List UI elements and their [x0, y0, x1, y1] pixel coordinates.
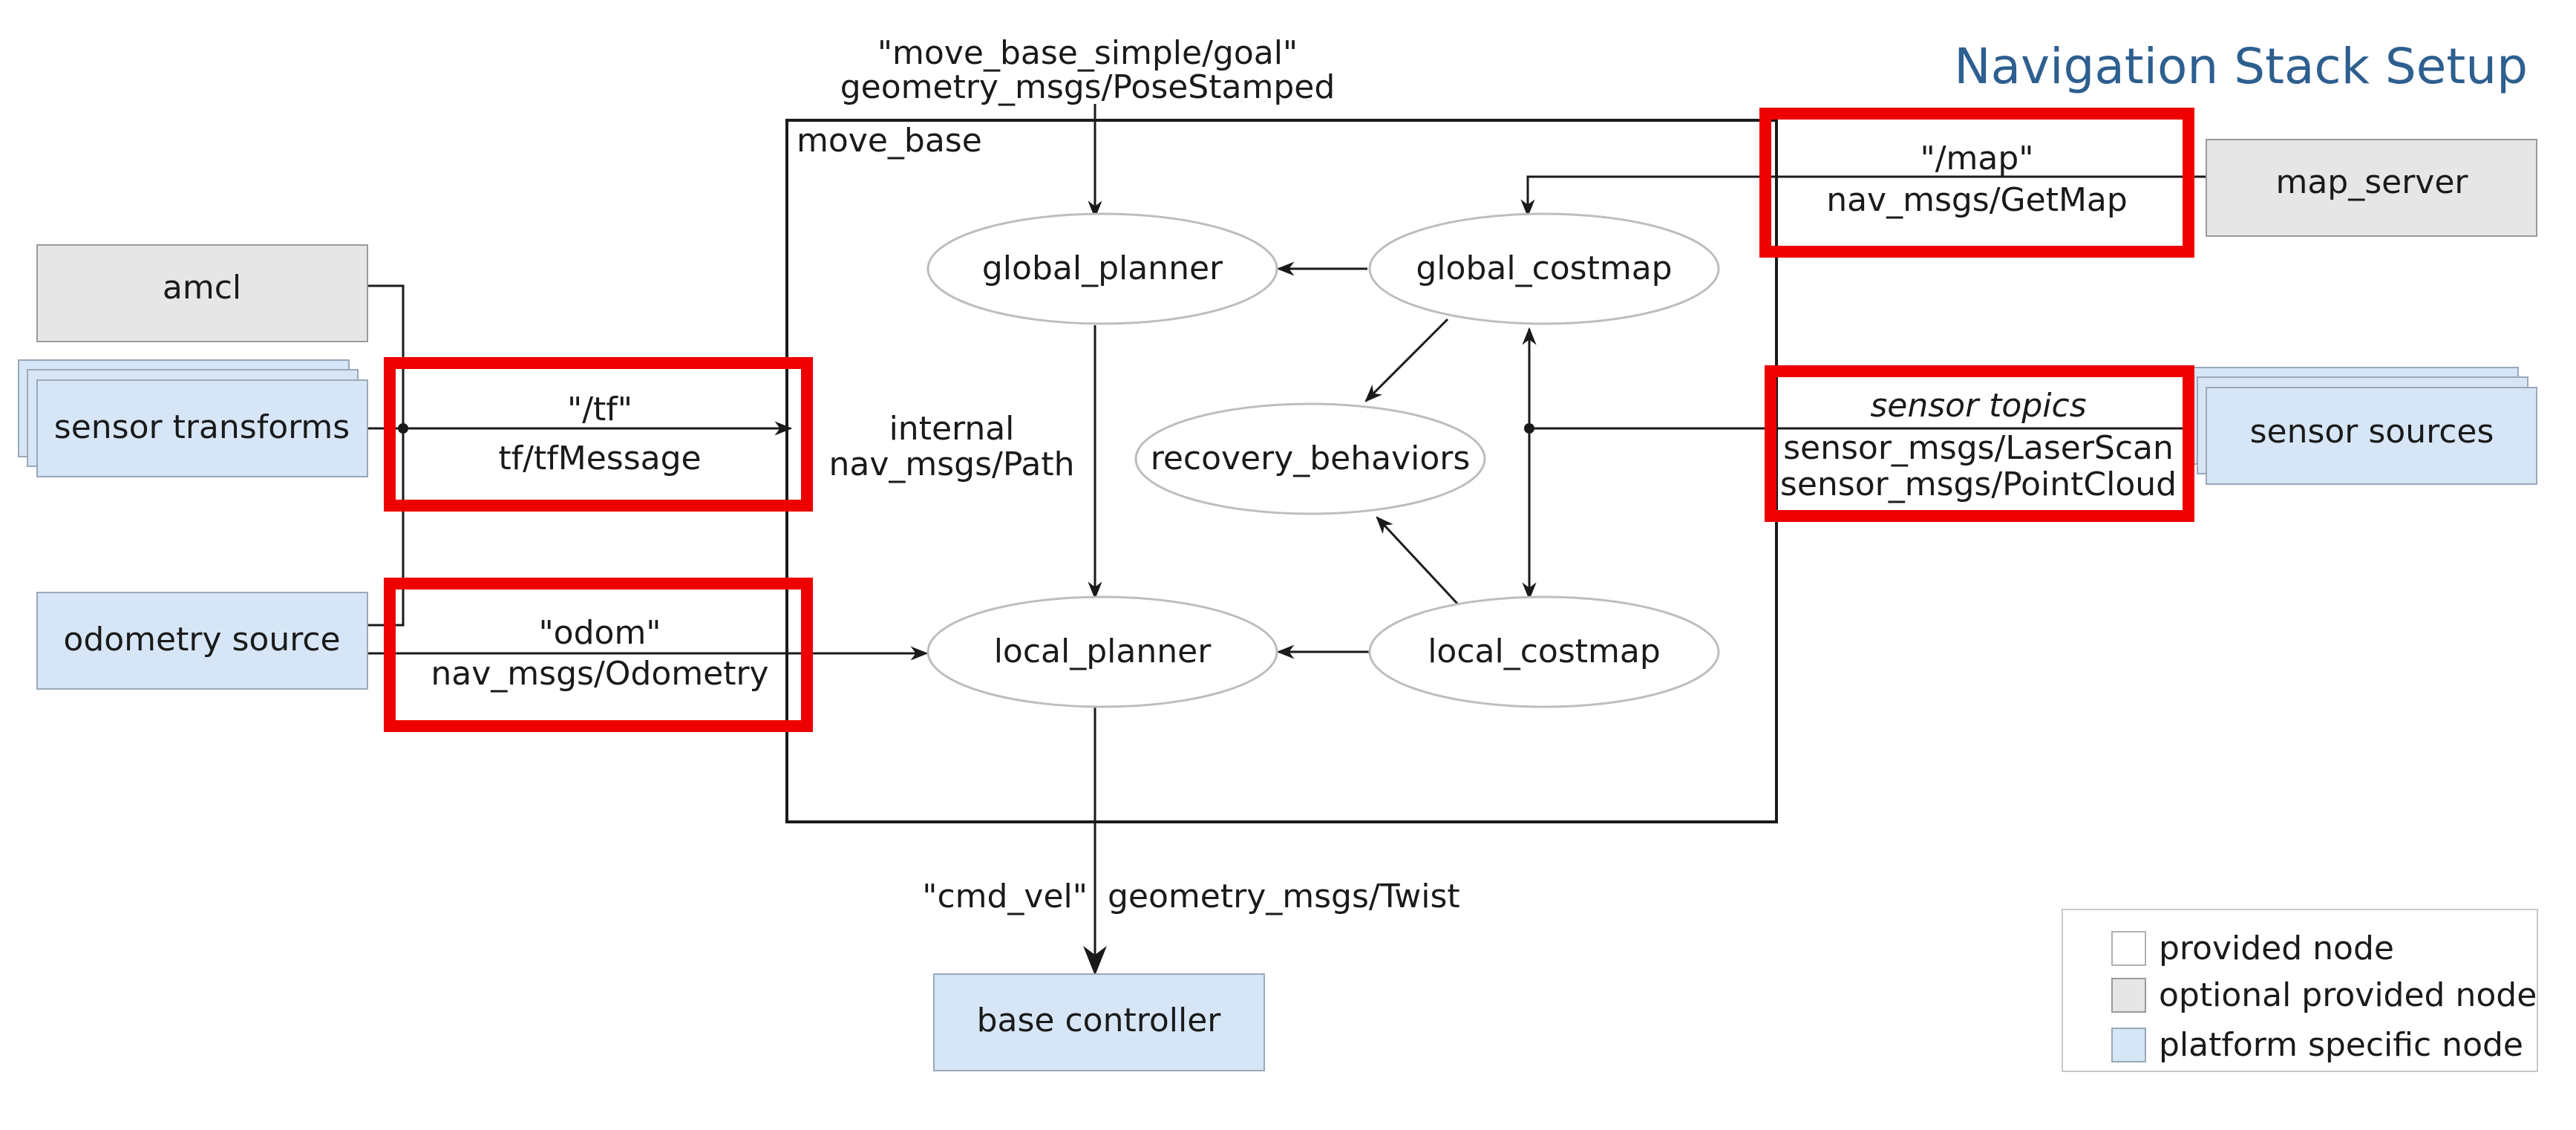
move-base-label: move_base: [797, 122, 982, 160]
path-topic-name: internal: [889, 410, 1015, 448]
sensor-transforms-label: sensor transforms: [54, 408, 350, 446]
goal-topic-name: "move_base_simple/goal": [877, 34, 1298, 72]
sensor-topic-name: sensor topics: [1870, 387, 2086, 425]
tf-highlight-box: [384, 357, 813, 512]
goal-topic-type: geometry_msgs/PoseStamped: [840, 68, 1336, 106]
map-topic: "/map" nav_msgs/GetMap: [1826, 140, 2128, 219]
legend-label-platform: platform specific node: [2159, 1026, 2523, 1064]
diagram-title: Navigation Stack Setup: [1954, 38, 2528, 95]
legend-label-provided: provided node: [2159, 930, 2394, 967]
map-highlight-box: [1759, 108, 2194, 258]
global-costmap-node: global_costmap: [1368, 212, 1720, 325]
goal-topic: "move_base_simple/goal" geometry_msgs/Po…: [840, 34, 1336, 106]
sensor-sources-node: sensor sources: [2187, 367, 2537, 485]
base-controller-node: base controller: [933, 973, 1265, 1071]
odometry-tf-connector: [367, 428, 405, 627]
global-planner-label: global_planner: [982, 249, 1223, 287]
legend-swatch-provided: [2111, 931, 2146, 966]
tf-topic-type: tf/tfMessage: [498, 440, 701, 477]
map-arrow: [1520, 175, 2206, 218]
cmd-vel-topic: "cmd_vel" geometry_msgs/Twist: [922, 878, 1459, 915]
legend-label-optional: optional provided node: [2159, 976, 2537, 1014]
global-costmap-to-recovery-arrow: [1364, 318, 1449, 402]
cmd-vel-topic-name: "cmd_vel": [922, 878, 1088, 915]
local-costmap-node: local_costmap: [1368, 595, 1720, 708]
connections: [367, 104, 2206, 976]
tf-topic-name: "/tf": [567, 391, 632, 428]
sensor-sources-label: sensor sources: [2250, 413, 2494, 451]
map-server-label: map_server: [2275, 163, 2468, 201]
global-planner-node: global_planner: [926, 212, 1278, 325]
odometry-source-node: odometry source: [36, 592, 368, 690]
local-planner-label: local_planner: [994, 633, 1212, 670]
amcl-node: amcl: [36, 244, 368, 342]
recovery-behaviors-label: recovery_behaviors: [1151, 440, 1471, 477]
path-topic: internal nav_msgs/Path: [828, 410, 1074, 483]
sensor-topic: sensor topics sensor_msgs/LaserScan sens…: [1780, 387, 2177, 503]
base-controller-label: base controller: [977, 1002, 1222, 1039]
sensor-highlight-box: [1765, 365, 2194, 522]
local-costmap-label: local_costmap: [1428, 633, 1661, 670]
map-server-node: map_server: [2206, 139, 2537, 237]
tf-topic: "/tf" tf/tfMessage: [498, 391, 701, 477]
odom-topic-type: nav_msgs/Odometry: [431, 655, 768, 693]
recovery-behaviors-node: recovery_behaviors: [1134, 402, 1486, 515]
sensor-transforms-node: sensor transforms: [18, 359, 368, 477]
map-topic-name: "/map": [1920, 140, 2033, 177]
sensor-topic-type-2: sensor_msgs/PointCloud: [1780, 466, 2177, 503]
local-planner-node: local_planner: [926, 595, 1278, 708]
local-costmap-to-recovery-arrow: [1376, 516, 1460, 607]
legend: provided node optional provided node pla…: [2062, 909, 2538, 1072]
odometry-source-label: odometry source: [63, 621, 340, 659]
map-topic-type: nav_msgs/GetMap: [1826, 181, 2128, 219]
path-topic-type: nav_msgs/Path: [828, 445, 1074, 483]
amcl-label: amcl: [163, 269, 241, 307]
odom-highlight-box: [384, 578, 813, 732]
odom-topic: "odom" nav_msgs/Odometry: [431, 614, 768, 693]
amcl-connector: [367, 284, 405, 428]
legend-swatch-optional: [2111, 978, 2146, 1013]
cmd-vel-topic-type: geometry_msgs/Twist: [1108, 878, 1460, 915]
legend-swatch-platform: [2111, 1028, 2146, 1062]
sensor-topic-type-1: sensor_msgs/LaserScan: [1783, 429, 2174, 467]
odom-topic-name: "odom": [538, 614, 661, 652]
global-costmap-label: global_costmap: [1416, 249, 1672, 287]
